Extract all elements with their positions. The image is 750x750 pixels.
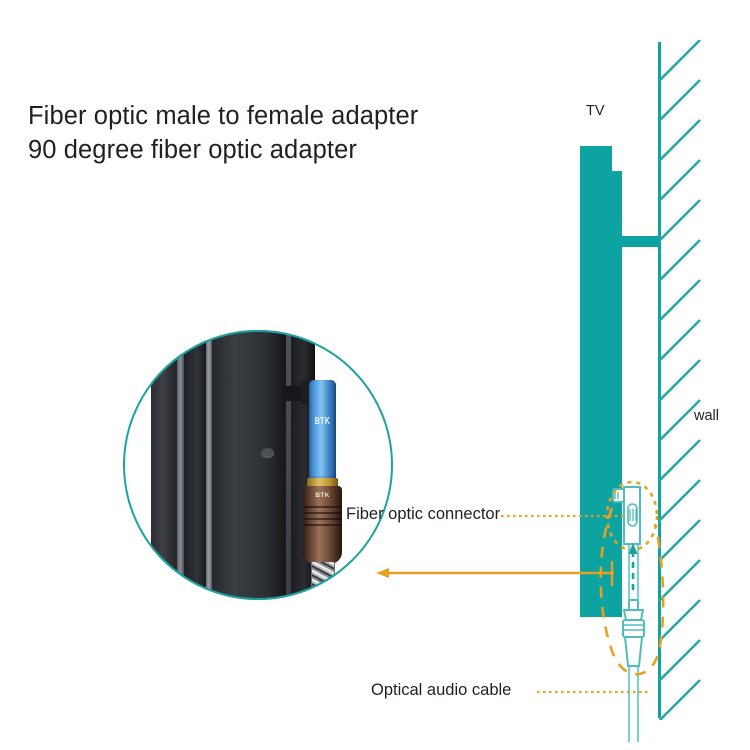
connector-grip-rib	[304, 524, 341, 526]
adapter-brand-badge: BTK	[313, 410, 332, 432]
connector-grip-rib	[304, 518, 341, 520]
tv-port-right-angle-adapter	[612, 486, 641, 545]
optical-audio-cable-label: Optical audio cable	[371, 681, 512, 699]
tv-panel-screw	[261, 448, 274, 457]
tv-label: TV	[586, 103, 605, 119]
tv-panel-highlight	[177, 330, 184, 600]
tv-panel-slab	[151, 330, 177, 600]
cable-direction-arrow	[628, 543, 638, 590]
magnify-arrow	[376, 561, 614, 586]
title-line-2: 90 degree fiber optic adapter	[28, 135, 357, 164]
title-line-1: Fiber optic male to female adapter	[28, 102, 419, 130]
tv-panel-highlight	[206, 330, 212, 600]
optical-cable-connector	[622, 599, 645, 667]
braided-optical-cable	[311, 562, 335, 600]
connector-grip-rib	[304, 512, 341, 514]
tv-side-view	[580, 146, 660, 617]
gold-collar	[307, 478, 338, 488]
page-title: Fiber optic male to female adapter 90 de…	[28, 100, 568, 168]
wall-hatching	[659, 40, 701, 720]
magnified-detail-circle[interactable]: BTK BTK	[123, 330, 393, 600]
tv-body	[580, 146, 622, 617]
cable-highlight-loop	[599, 507, 665, 676]
blue-right-angle-adapter	[309, 380, 336, 480]
tv-panel-slab	[212, 330, 286, 600]
fiber-optic-connector-label: Fiber optic connector	[346, 505, 501, 523]
wall-label: wall	[694, 408, 719, 424]
tv-panel-slab	[184, 330, 206, 600]
tv-wall-mount-bracket	[622, 236, 660, 247]
adapter-cable-stub	[283, 386, 305, 401]
tv-panel-edge	[286, 330, 291, 600]
wall-section	[658, 40, 701, 720]
connector-brand-text: BTK	[315, 492, 330, 499]
adapter-brand-text: BTK	[314, 415, 331, 427]
connector-grip-rib	[304, 506, 341, 508]
